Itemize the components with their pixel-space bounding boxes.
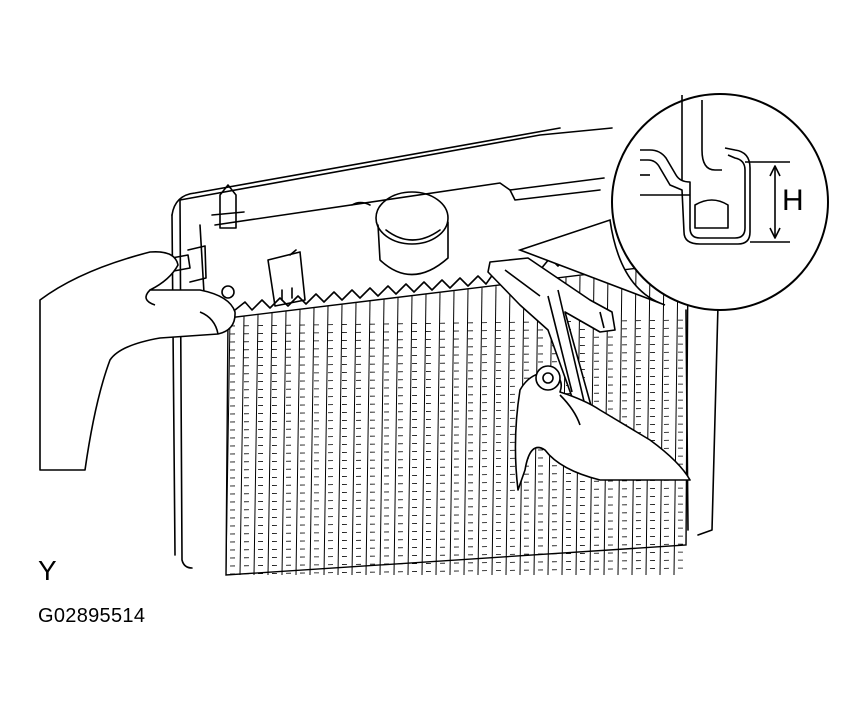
hand-right: [514, 365, 691, 491]
dimension-label: H: [782, 184, 804, 217]
vernier-caliper: [487, 257, 616, 426]
radiator-core: [225, 261, 691, 576]
seal-detail: [640, 95, 790, 245]
figure-code: G02895514: [38, 605, 146, 627]
hand-left: [39, 250, 236, 471]
drain-fitting: [211, 184, 306, 307]
filler-cap: [375, 191, 449, 276]
view-label: Y: [38, 555, 57, 586]
